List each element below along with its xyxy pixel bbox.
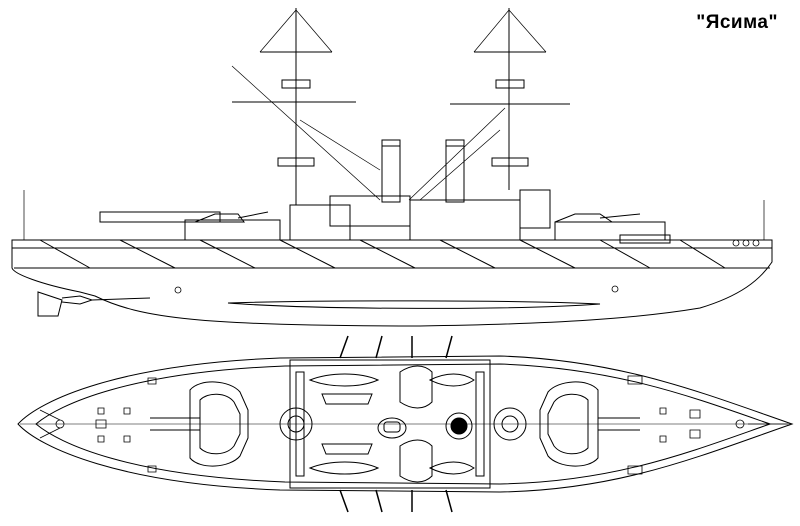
superstructure xyxy=(100,190,670,243)
funnels-plan xyxy=(378,413,472,439)
portholes xyxy=(175,240,759,293)
boats xyxy=(310,366,474,482)
amidships-deckhouse xyxy=(290,360,490,488)
funnels xyxy=(382,140,464,202)
turrets-side xyxy=(195,212,640,222)
fore-funnel xyxy=(382,140,400,202)
belt-armor xyxy=(228,301,600,309)
ship-name-title: "Ясима" xyxy=(696,12,778,33)
rigging xyxy=(24,10,764,240)
side-profile xyxy=(12,8,772,326)
plan-view xyxy=(18,336,792,512)
hull-outline xyxy=(12,240,772,326)
masts xyxy=(232,8,570,205)
boat-davits xyxy=(340,336,452,512)
aft-barbette xyxy=(540,382,640,466)
secondary-mounts xyxy=(280,408,526,440)
rudder-propeller xyxy=(38,292,150,316)
aft-funnel xyxy=(446,140,464,202)
fore-barbette xyxy=(150,382,248,466)
hull-side-stripes xyxy=(40,240,725,268)
fore-fittings xyxy=(40,378,156,472)
aft-fittings xyxy=(628,376,788,474)
deck-outline xyxy=(18,356,792,492)
